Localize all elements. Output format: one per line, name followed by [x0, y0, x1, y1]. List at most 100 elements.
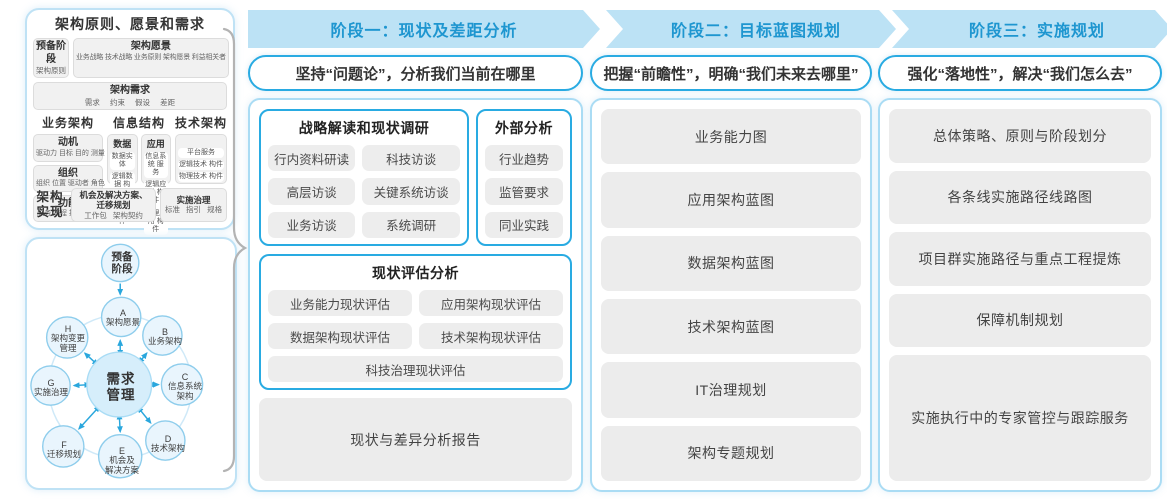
deliverable-box: 保障机制规划 [889, 293, 1151, 348]
phase1-subtitle: 坚持“问题论”，分析我们当前在哪里 [248, 55, 583, 91]
deliverable-box: 应用架构蓝图 [601, 172, 861, 228]
prep-phase-box: 预备阶段 架构原则 [33, 38, 69, 79]
framework-row-vision: 预备阶段 架构原则 架构愿景 业务战略 技术战略 业务原则 架构愿景 利益相关者 [33, 38, 229, 79]
biz-item-sub: 服务 流程 控制 功能 [37, 210, 99, 218]
opportunities-sub: 工作包 架构契约 [84, 210, 143, 220]
deliverable-box: 各条线实施路径线路图 [889, 170, 1151, 225]
technical-arch-column: 技术架构 平台服务 逻辑技术 构件 物理技术 构件 [175, 114, 227, 184]
task-pill: 技术架构现状评估 [419, 323, 563, 349]
task-pill: 业务能力现状评估 [268, 290, 412, 316]
architecture-realization-row: 架构 实现 机会及解决方案、 迁移规划 工作包 架构契约 实施治理 标准 指引 … [33, 188, 227, 222]
application-pill: 信息系统 服务 [143, 152, 168, 179]
deliverable-box: 业务能力图 [601, 109, 861, 165]
adm-circle-g [30, 365, 71, 406]
phase2-header: 阶段二：目标蓝图规划 [606, 10, 896, 48]
application-subcolumn: 应用 信息系统 服务 逻辑应用 构件 物理应用 构件 [140, 134, 171, 235]
biz-item-sub: 组织 位置 驱动者 角色 [36, 180, 105, 187]
brace-icon [222, 27, 248, 473]
phase3-subtitle: 强化“落地性”，解决“我们怎么去” [878, 55, 1162, 91]
information-subcolumns: 数据 数据实体 逻辑数据 构件 物理数据 构件 应用 信息系统 服务 逻辑应用 … [107, 134, 171, 235]
adm-circle-c [160, 363, 204, 406]
architecture-framework-panel: 架构原则、愿景和需求 预备阶段 架构原则 架构愿景 业务战略 技术战略 业务原则… [25, 8, 235, 235]
adm-circle-f [42, 425, 85, 468]
governance-sub: 标准 指引 规格 [164, 205, 223, 215]
prep-title: 预备阶段 [36, 41, 66, 65]
task-pill: 业务访谈 [268, 211, 356, 238]
task-pill: 应用架构现状评估 [419, 290, 563, 316]
technical-arch-title: 技术架构 [175, 116, 228, 131]
phase2-column: 业务能力图 应用架构蓝图 数据架构蓝图 技术架构蓝图 IT治理规划 架构专题规划 [590, 98, 872, 492]
adm-circle-b [142, 315, 183, 356]
vision-box: 架构愿景 业务战略 技术战略 业务原则 架构愿景 利益相关者 [73, 38, 229, 79]
strategy-research-title: 战略解读和现状调研 [298, 120, 430, 136]
technical-pill: 物理技术 构件 [178, 172, 224, 183]
task-pill: 监管要求 [485, 178, 563, 205]
deliverable-box: 实施执行中的专家管控与跟踪服务 [889, 355, 1151, 482]
phase3-column: 总体策略、原则与阶段划分 各条线实施路径线路图 项目群实施路径与重点工程提炼 保… [878, 98, 1162, 492]
deliverable-box: 总体策略、原则与阶段划分 [889, 109, 1151, 163]
phase3-header: 阶段三：实施规划 [892, 10, 1167, 48]
assessment-title: 现状评估分析 [372, 265, 459, 281]
assessment-grid: 业务能力现状评估 应用架构现状评估 数据架构现状评估 技术架构现状评估 [268, 290, 563, 349]
business-arch-title: 业务架构 [41, 116, 94, 131]
architecture-columns: 业务架构 动机 驱动力 目标 目的 测量 组织 组织 位置 驱动者 角色 功能 … [33, 114, 227, 235]
task-pill: 系统调研 [362, 211, 460, 238]
adm-circle-prelim [100, 243, 140, 283]
external-analysis-box: 外部分析 行业趋势 监管要求 同业实践 [476, 109, 572, 246]
gap-analysis-report-box: 现状与差异分析报告 [259, 398, 572, 481]
phase2-subtitle: 把握“前瞻性”，明确“我们未来去哪里” [590, 55, 872, 91]
prep-sub: 架构原则 [36, 66, 66, 75]
deliverable-box: 数据架构蓝图 [601, 235, 861, 291]
deliverable-box: 技术架构蓝图 [601, 298, 861, 355]
technical-pill: 逻辑技术 构件 [178, 160, 224, 171]
data-label: 数据 [113, 139, 132, 150]
task-pill: 科技治理现状评估 [268, 356, 563, 382]
biz-organization-box: 组织 组织 位置 驱动者 角色 [33, 164, 105, 192]
data-pill: 数据实体 [110, 152, 135, 171]
realization-label: 架构 实现 [36, 190, 64, 219]
deliverable-box: 架构专题规划 [601, 425, 861, 481]
vision-sub: 业务战略 技术战略 业务原则 架构愿景 利益相关者 [76, 53, 226, 61]
implementation-governance-box: 实施治理 标准 指引 规格 [160, 188, 227, 222]
phase1-column: 战略解读和现状调研 行内资料研读 科技访谈 高层访谈 关键系统访谈 业务访谈 系… [248, 98, 583, 492]
vision-title: 架构愿景 [130, 41, 171, 52]
application-label: 应用 [146, 139, 165, 150]
strategy-research-box: 战略解读和现状调研 行内资料研读 科技访谈 高层访谈 关键系统访谈 业务访谈 系… [259, 109, 469, 246]
biz-item-title: 功能 [58, 197, 78, 209]
opportunities-migration-box: 机会及解决方案、 迁移规划 工作包 架构契约 [71, 188, 157, 222]
governance-title: 实施治理 [176, 195, 211, 206]
adm-circle-h [45, 316, 89, 359]
task-pill: 行业趋势 [485, 145, 563, 172]
task-pill: 关键系统访谈 [362, 178, 460, 205]
adm-circle-d [145, 420, 186, 461]
assessment-box: 现状评估分析 业务能力现状评估 应用架构现状评估 数据架构现状评估 技术架构现状… [259, 254, 572, 390]
task-pill: 同业实践 [485, 211, 563, 238]
biz-item-sub: 驱动力 目标 目的 测量 [36, 149, 105, 157]
task-pill: 高层访谈 [268, 178, 356, 205]
information-arch-title: 信息结构 [112, 116, 165, 131]
deliverable-box: 项目群实施路径与重点工程提炼 [889, 232, 1151, 286]
external-analysis-title: 外部分析 [495, 120, 553, 136]
biz-item-title: 组织 [58, 167, 78, 179]
information-arch-column: 信息结构 数据 数据实体 逻辑数据 构件 物理数据 构件 应用 信息系统 服务 … [107, 114, 171, 235]
adm-circle-a [100, 296, 142, 338]
adm-circle-e [97, 433, 143, 479]
phase1-top-row: 战略解读和现状调研 行内资料研读 科技访谈 高层访谈 关键系统访谈 业务访谈 系… [259, 109, 572, 246]
deliverable-box: IT治理规划 [601, 362, 861, 418]
adm-cycle-panel: 预备 阶段 需求 管理 A 架构愿景 B 业务架构 C 信息系统 架构 D 技术… [25, 237, 237, 490]
data-subcolumn: 数据 数据实体 逻辑数据 构件 物理数据 构件 [107, 134, 138, 227]
task-pill: 行内资料研读 [268, 145, 356, 172]
external-analysis-stack: 行业趋势 监管要求 同业实践 [485, 145, 563, 238]
phase1-header: 阶段一：现状及差距分析 [248, 10, 600, 48]
technical-pill: 平台服务 [178, 148, 224, 159]
task-pill: 数据架构现状评估 [268, 323, 412, 349]
requirements-box: 架构需求 需求 约束 假设 差距 [33, 82, 227, 111]
strategy-research-grid: 行内资料研读 科技访谈 高层访谈 关键系统访谈 业务访谈 系统调研 [268, 145, 460, 238]
opportunities-title: 机会及解决方案、 迁移规划 [79, 190, 148, 211]
business-arch-column: 业务架构 动机 驱动力 目标 目的 测量 组织 组织 位置 驱动者 角色 功能 … [33, 114, 105, 222]
biz-motivation-box: 动机 驱动力 目标 目的 测量 [33, 134, 105, 162]
adm-circle-center [86, 351, 153, 418]
adm-cycle-graphic [30, 243, 204, 479]
requirements-title: 架构需求 [110, 85, 150, 97]
